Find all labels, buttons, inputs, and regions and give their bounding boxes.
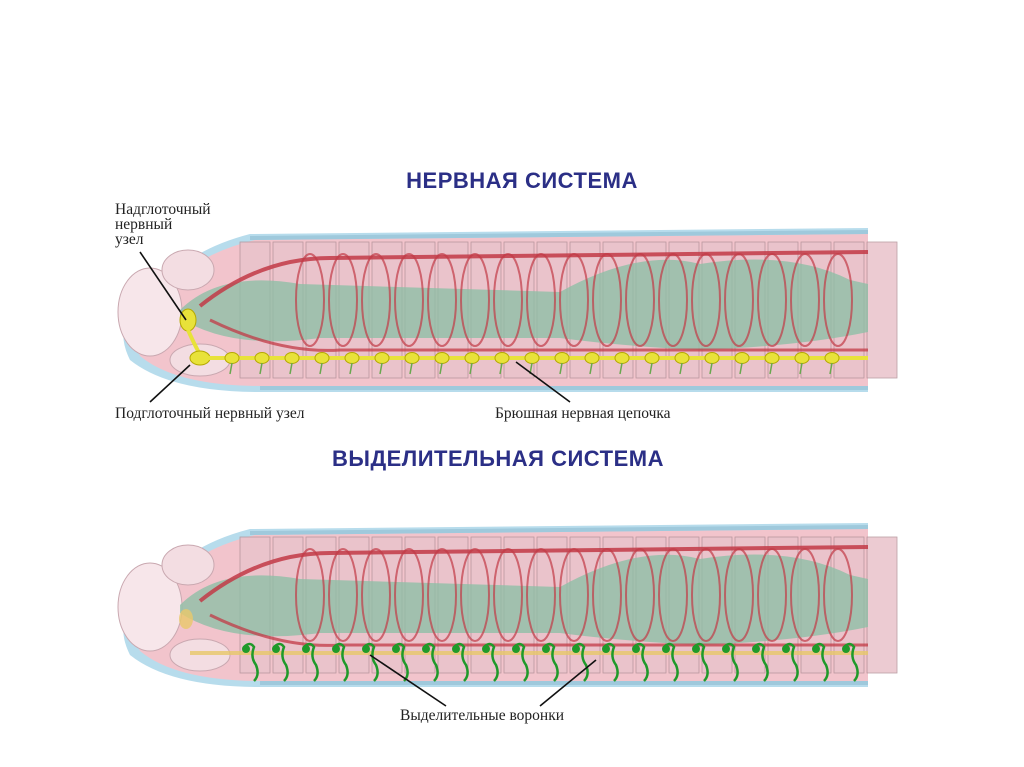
label-ventral-nerve-cord: Брюшная нервная цепочка bbox=[495, 406, 671, 421]
label-subesophageal-ganglion: Подглоточный нервный узел bbox=[115, 406, 304, 421]
leader-funnel-2 bbox=[540, 660, 596, 706]
leader-chain bbox=[516, 362, 570, 402]
label-nephridial-funnels: Выделительные воронки bbox=[400, 708, 564, 723]
leader-funnel-1 bbox=[370, 655, 446, 706]
leader-supra bbox=[140, 252, 186, 320]
leader-sub bbox=[150, 365, 190, 402]
label-supraesophageal-ganglion: Надглоточный нервный узел bbox=[115, 202, 211, 247]
